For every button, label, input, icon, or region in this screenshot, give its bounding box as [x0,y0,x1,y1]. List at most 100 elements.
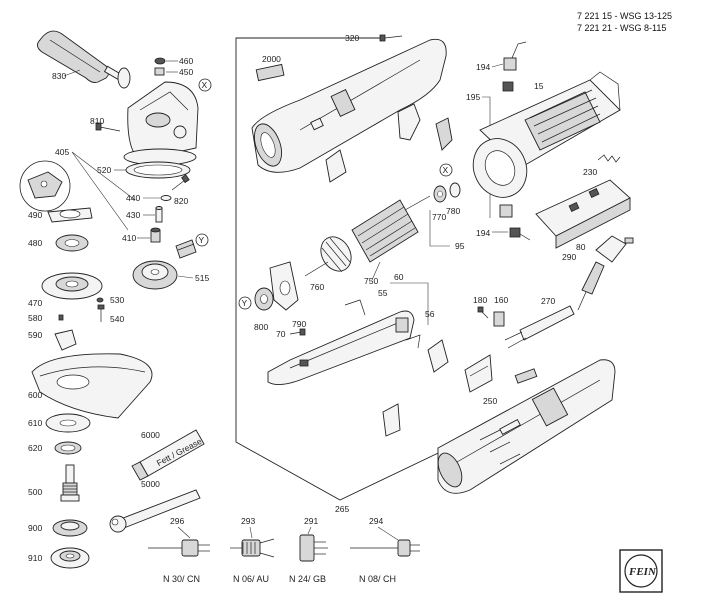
part-750-armature [304,195,431,277]
part-780-bearing [449,182,461,198]
label-56: 56 [425,309,435,319]
label-180: 180 [473,295,487,305]
part-2000-label [255,63,285,82]
part-brush-holder-cover-a [397,103,421,141]
part-230-spring [597,154,621,163]
part-440-washer [160,195,172,201]
part-470-flange [41,272,103,300]
label-790: 790 [292,319,306,329]
svg-text:X: X [202,80,208,90]
svg-text:Y: Y [199,235,205,245]
label-294: 294 [369,516,383,526]
part-790-baffle [269,261,299,311]
part-bevel-gear [132,260,178,290]
part-600-wheel-guard [31,353,153,419]
caption-cn: N 30/ CN [163,574,200,584]
svg-text:X: X [443,165,449,175]
label-760: 760 [310,282,324,292]
part-405-gear-head [123,81,199,166]
part-580-pin [58,314,64,321]
label-430: 430 [126,210,140,220]
label-770: 770 [432,212,446,222]
label-515: 515 [195,273,209,283]
label-900: 900 [28,523,42,533]
label-265: 265 [335,504,349,514]
label-520: 520 [97,165,111,175]
part-194-brush-top [502,41,527,92]
label-750: 750 [364,276,378,286]
label-293: 293 [241,516,255,526]
marker-y-2: Y [238,296,252,310]
part-70-screw [289,328,306,336]
label-440: 440 [126,193,140,203]
label-620: 620 [28,443,42,453]
part-590-clip [54,329,77,351]
label-290: 290 [562,252,576,262]
label-270: 270 [541,296,555,306]
plug-291-gb [299,534,328,562]
label-500: 500 [28,487,42,497]
part-clip-left [325,149,347,183]
part-830-side-handle [37,30,131,89]
part-55-wire [344,299,366,316]
caption-gb: N 24/ GB [289,574,326,584]
part-15-stator [472,71,621,198]
part-320-screw [379,34,403,42]
label-55: 55 [378,288,388,298]
part-switch-rod [267,310,415,385]
part-480-bearing [55,234,89,252]
label-95: 95 [455,241,465,251]
marker-x-1: X [198,78,212,92]
label-160: 160 [494,295,508,305]
label-15: 15 [534,81,544,91]
part-515-pinion [175,239,197,259]
part-610-washer [45,413,91,433]
caption-au: N 06/ AU [233,574,269,584]
part-810-screw [95,122,121,132]
label-195: 195 [466,92,480,102]
label-480: 480 [28,238,42,248]
part-910-nut [50,547,90,569]
label-470: 470 [28,298,42,308]
part-290-cable [577,261,605,311]
svg-text:Y: Y [242,298,248,308]
label-530: 530 [110,295,124,305]
label-800: 800 [254,322,268,332]
label-80: 80 [576,242,586,252]
label-590: 590 [28,330,42,340]
label-194-top: 194 [476,62,490,72]
label-580: 580 [28,313,42,323]
label-780: 780 [446,206,460,216]
marker-x-2: X [439,163,453,177]
part-clip-lower [382,403,401,437]
label-910: 910 [28,553,42,563]
part-530-screw [96,297,104,303]
label-60: 60 [394,272,404,282]
part-194-brush-bottom [499,204,531,241]
plug-294-ch [350,539,420,557]
part-upper-housing [251,38,447,173]
part-460-cap [154,57,166,76]
part-430-pin [155,206,163,223]
part-160-clamp [493,311,505,327]
part-900-flange [52,519,88,537]
caption-ch: N 08/ CH [359,574,396,584]
part-820-screw [171,174,190,191]
part-800-bearing [254,287,274,311]
label-2000: 2000 [262,54,281,64]
part-56-clip-right [427,339,449,373]
part-60-wire [405,334,421,349]
part-switch-frame [464,354,493,393]
plug-293-au [230,538,275,558]
part-540-screw [97,304,105,322]
label-810: 810 [90,116,104,126]
label-296: 296 [170,516,184,526]
svg-text:FEIN: FEIN [628,566,657,578]
part-620-ring [54,441,82,455]
part-270-strain-relief [504,305,575,349]
fein-logo: FEIN [619,549,663,593]
part-5000-wrench [109,489,201,533]
part-switch-slider [514,368,538,384]
part-500-spindle [60,464,80,502]
